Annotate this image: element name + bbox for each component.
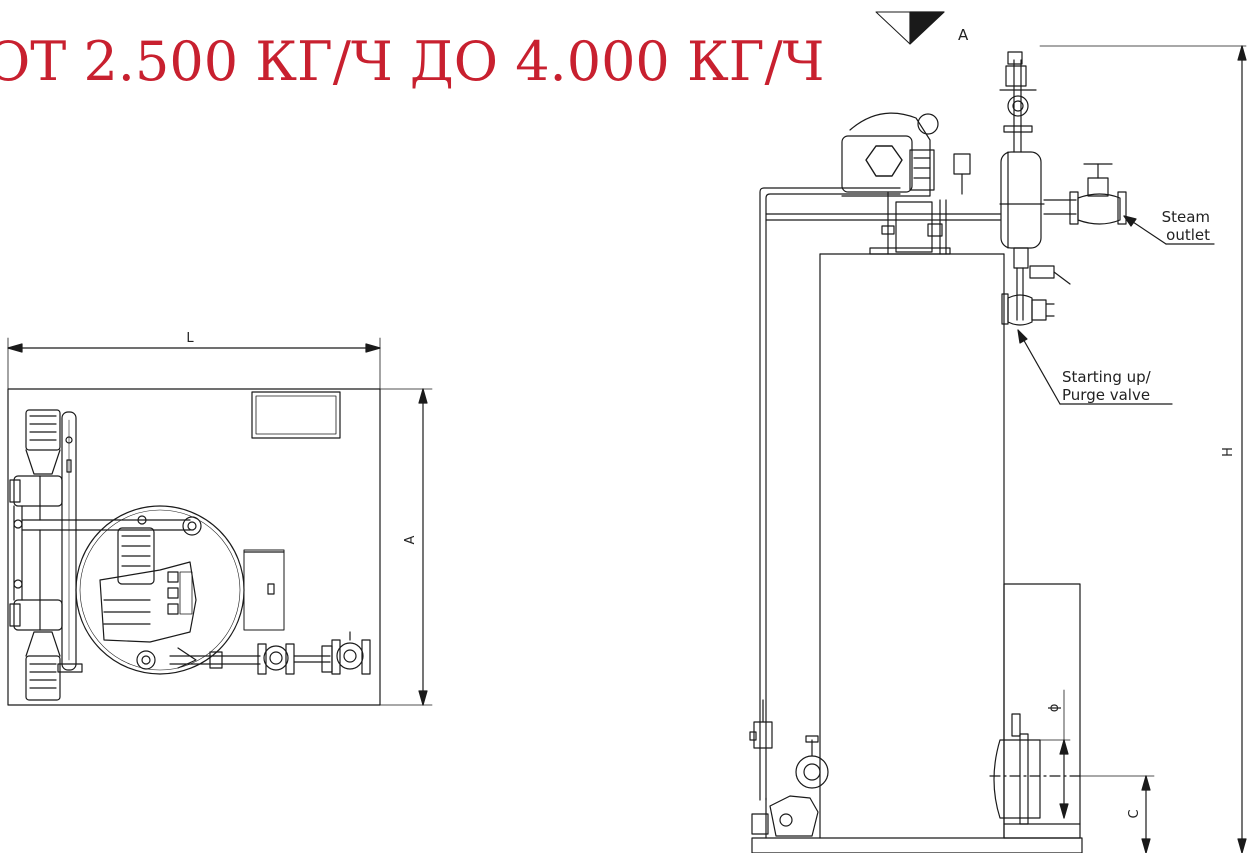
elevation-view: A <box>749 11 1247 853</box>
callout-steam-line-1: Steam <box>1162 208 1210 226</box>
dimension-connection-height-label: C <box>1127 809 1142 818</box>
plan-base-outline <box>7 388 381 706</box>
steam-separator <box>999 51 1045 321</box>
callout-purge-line-1: Starting up/ <box>1062 368 1152 386</box>
feed-pump-top <box>9 409 63 507</box>
callout-steam-outlet-leader <box>1123 215 1215 245</box>
boiler-body <box>751 253 1083 853</box>
return-pipe <box>749 187 1001 801</box>
dimension-width-label: A <box>403 535 418 544</box>
callout-purge-line-2: Purge valve <box>1062 386 1150 404</box>
dimension-height <box>1039 45 1247 853</box>
boiler-shell-plan <box>75 505 285 675</box>
dimension-connection-height <box>1079 775 1155 853</box>
page-title: ОТ 2.500 КГ/Ч ДО 4.000 КГ/Ч <box>0 30 825 93</box>
steam-piping-plan <box>169 631 371 675</box>
burner-elevation <box>841 112 971 255</box>
dimension-width <box>379 388 433 706</box>
plan-view: L A <box>7 331 433 706</box>
dimension-diameter-label: ϕ <box>1047 704 1062 713</box>
dimension-length <box>7 337 381 390</box>
section-marker-label: A <box>958 26 969 44</box>
inspection-door <box>989 713 1081 825</box>
dimension-diameter <box>1039 689 1071 819</box>
purge-valve <box>1001 265 1071 326</box>
dimension-length-label: L <box>186 331 194 346</box>
feed-pump-bottom <box>9 599 63 701</box>
section-marker <box>875 11 945 45</box>
dimension-height-label: H <box>1221 447 1236 457</box>
burner-plan <box>99 527 197 643</box>
callout-steam-line-2: outlet <box>1166 226 1210 244</box>
feed-pump-elevation <box>751 735 829 839</box>
feed-column <box>57 411 83 673</box>
steam-outlet-valve <box>1043 163 1127 225</box>
callout-purge-valve-leader <box>1017 329 1173 405</box>
feed-piping <box>13 505 191 601</box>
control-panel <box>251 391 341 439</box>
